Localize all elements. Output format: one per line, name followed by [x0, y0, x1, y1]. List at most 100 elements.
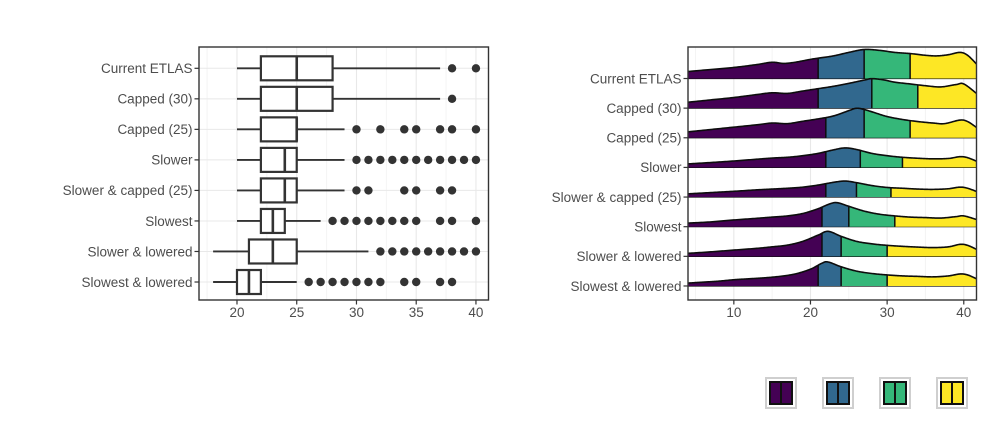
category-label: Slowest — [145, 214, 193, 229]
outlier-dot — [400, 277, 409, 287]
outlier-dot — [352, 277, 361, 287]
ridge-outline — [688, 107, 977, 133]
ridge-outline — [688, 180, 977, 195]
outlier-dot — [352, 216, 361, 226]
category-label: Slower — [151, 153, 193, 168]
ridge-quartile-area — [871, 78, 918, 109]
outlier-dot — [400, 155, 409, 165]
outlier-dot — [471, 64, 481, 73]
ridge-outline — [688, 77, 977, 104]
legend-swatch-fill — [883, 381, 907, 405]
category-label: Slower & capped (25) — [552, 190, 682, 205]
outlier-dot — [435, 216, 445, 226]
ridge-quartile-area — [860, 150, 903, 168]
ridge-quartile-area — [910, 119, 977, 138]
outlier-dot — [352, 155, 361, 165]
ridge-row — [688, 260, 977, 287]
legend-swatch-fill — [940, 381, 964, 405]
panel-border — [198, 46, 490, 301]
ridge-quartile-area — [688, 58, 819, 79]
ridge-row — [688, 230, 977, 257]
outlier-dot — [328, 216, 337, 226]
ridge-row — [688, 180, 977, 198]
legend-median-line — [951, 383, 953, 403]
ridge-quartile-area — [688, 265, 819, 286]
category-label: Slowest & lowered — [81, 275, 192, 290]
outlier-dot — [423, 155, 433, 165]
outlier-dot — [364, 277, 373, 287]
x-tick-label: 35 — [409, 305, 424, 320]
ridge-quartile-area — [910, 52, 977, 79]
ridge-row — [688, 77, 977, 109]
x-tick-label: 30 — [349, 305, 364, 320]
outlier-dot — [412, 186, 421, 195]
ridge-outline — [688, 230, 977, 255]
outlier-dot — [316, 277, 325, 287]
x-tick-label: 40 — [956, 305, 971, 320]
boxplot-box — [259, 177, 298, 204]
ridge-quartile-area — [688, 233, 822, 257]
panel-border — [687, 46, 978, 301]
legend-swatch-fill — [769, 381, 793, 405]
x-tick-label: 40 — [468, 305, 483, 320]
outlier-dot — [340, 277, 349, 287]
outlier-dot — [435, 247, 445, 256]
outlier-dot — [447, 125, 457, 134]
category-label: Current ETLAS — [101, 61, 193, 76]
ridge-quartile-area — [864, 109, 911, 138]
boxplot-row — [236, 55, 481, 82]
category-label: Slower & capped (25) — [63, 183, 193, 198]
category-label: Slower & lowered — [87, 244, 192, 259]
outlier-dot — [459, 247, 469, 256]
category-label: Current ETLAS — [590, 71, 682, 86]
ridge-quartile-area — [917, 83, 977, 109]
ridge-outline — [688, 48, 977, 73]
outlier-dot — [471, 155, 481, 165]
ridge-quartile-area — [818, 261, 842, 286]
boxplot-row — [236, 146, 481, 173]
ridge-quartile-area — [848, 206, 895, 227]
legend-swatch-quartile-1 — [765, 377, 797, 409]
outlier-dot — [459, 155, 469, 165]
legend-median-line — [837, 383, 839, 403]
outlier-dot — [447, 277, 457, 287]
boxplot-row — [236, 207, 481, 235]
x-tick-label: 20 — [803, 305, 818, 320]
boxplot-row — [213, 268, 457, 296]
outlier-dot — [376, 125, 385, 134]
category-label: Slower & lowered — [576, 249, 681, 264]
ridge-quartile-area — [818, 78, 872, 109]
outlier-dot — [435, 186, 445, 195]
outlier-dot — [447, 155, 457, 165]
outlier-dot — [400, 247, 409, 256]
ridge-quartile-area — [864, 49, 911, 79]
panel-background — [688, 47, 977, 300]
legend-median-line — [780, 383, 782, 403]
ridge-row — [688, 48, 977, 80]
outlier-dot — [447, 247, 457, 256]
outlier-dot — [388, 216, 397, 226]
legend-median-line — [894, 383, 896, 403]
outlier-dot — [352, 125, 361, 134]
outlier-dot — [447, 94, 457, 104]
outlier-dot — [412, 277, 421, 287]
outlier-dot — [364, 186, 373, 195]
outlier-dot — [435, 125, 445, 134]
ridge-quartile-area — [841, 236, 888, 257]
ridge-quartile-area — [841, 266, 888, 286]
outlier-dot — [400, 216, 409, 226]
outlier-dot — [412, 155, 421, 165]
outlier-dot — [352, 186, 361, 195]
boxplot-row — [236, 85, 457, 112]
x-tick-label: 30 — [880, 305, 895, 320]
ridge-quartile-area — [821, 202, 849, 227]
outlier-dot — [304, 277, 313, 287]
ridge-quartile-area — [902, 156, 977, 168]
outlier-dot — [471, 216, 481, 226]
outlier-dot — [435, 277, 445, 287]
outlier-dot — [340, 216, 349, 226]
ridge-quartile-area — [856, 182, 891, 198]
outlier-dot — [376, 216, 385, 226]
